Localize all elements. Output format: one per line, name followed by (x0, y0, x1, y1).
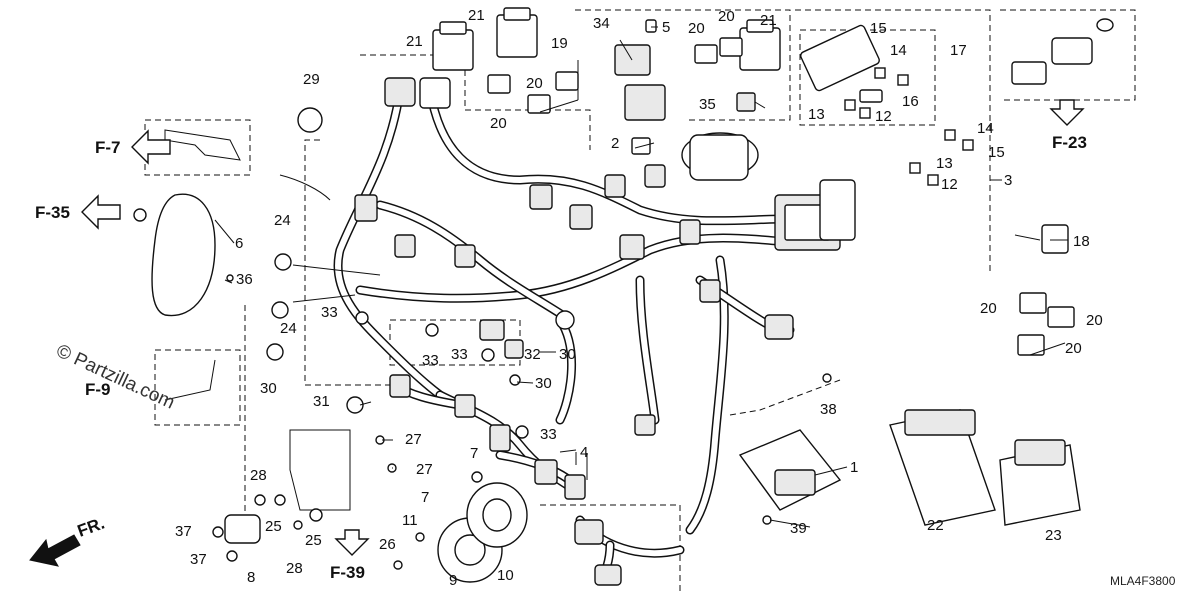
reference-arrows (29, 99, 1085, 567)
label-8: 8 (247, 569, 255, 586)
label-36: 36 (236, 271, 253, 288)
label-20c: 20 (526, 75, 543, 92)
label-3: 3 (1004, 172, 1012, 189)
label-20e: 20 (980, 300, 997, 317)
label-38: 38 (820, 401, 837, 418)
label-15a: 15 (870, 20, 887, 37)
label-20d: 20 (490, 115, 507, 132)
label-35: 35 (699, 96, 716, 113)
arrow-left-icon (131, 129, 171, 165)
ref-f23: F-23 (1052, 133, 1087, 152)
label-20b: 20 (718, 8, 735, 25)
label-22: 22 (927, 517, 944, 534)
label-28b: 28 (286, 560, 303, 577)
label-30c: 30 (260, 380, 277, 397)
label-27b: 27 (416, 461, 433, 478)
ref-f35: F-35 (35, 203, 70, 222)
label-26: 26 (379, 536, 396, 553)
label-13a: 13 (808, 106, 825, 123)
label-39: 39 (790, 520, 807, 537)
label-10: 10 (497, 567, 514, 584)
label-30a: 30 (559, 346, 576, 363)
label-33c: 33 (451, 346, 468, 363)
arrow-left-icon (81, 194, 121, 230)
label-4: 4 (580, 444, 588, 461)
diagram-code: MLA4F3800 (1110, 574, 1176, 588)
label-21c: 21 (760, 12, 777, 29)
arrow-down-icon (1049, 99, 1085, 126)
label-14a: 14 (890, 42, 907, 59)
watermark: © Partzilla.com (53, 340, 178, 413)
label-28a: 28 (250, 467, 267, 484)
label-20g: 20 (1065, 340, 1082, 357)
label-24b: 24 (280, 320, 297, 337)
label-33a: 33 (321, 304, 338, 321)
label-15b: 15 (988, 144, 1005, 161)
label-12a: 12 (875, 108, 892, 125)
label-1: 1 (850, 459, 858, 476)
label-7a: 7 (470, 445, 478, 462)
label-23: 23 (1045, 527, 1062, 544)
label-30b: 30 (535, 375, 552, 392)
detached-parts (133, 7, 1114, 583)
label-32: 32 (524, 346, 541, 363)
label-20a: 20 (688, 20, 705, 37)
label-14b: 14 (977, 120, 994, 137)
label-11: 11 (402, 512, 418, 529)
label-29: 29 (303, 71, 320, 88)
label-18: 18 (1073, 233, 1090, 250)
label-16: 16 (902, 93, 919, 110)
label-31: 31 (313, 393, 330, 410)
label-19: 19 (551, 35, 568, 52)
label-7b: 7 (421, 489, 429, 506)
leader-lines (214, 26, 1068, 528)
label-2: 2 (611, 135, 619, 152)
label-9: 9 (449, 572, 457, 589)
label-6: 6 (235, 235, 243, 252)
fr-arrow-icon (29, 534, 81, 567)
wire-harness (279, 77, 856, 586)
ref-f7: F-7 (95, 138, 121, 157)
label-21b: 21 (406, 33, 423, 50)
label-34: 34 (593, 15, 610, 32)
direction-label: FR. (75, 514, 107, 541)
reference-labels: F-7 F-35 F-9 F-23 F-39 (35, 133, 1087, 582)
label-13b: 13 (936, 155, 953, 172)
label-12b: 12 (941, 176, 958, 193)
label-27a: 27 (405, 431, 422, 448)
label-20f: 20 (1086, 312, 1103, 329)
label-37a: 37 (175, 523, 192, 540)
label-33b: 33 (422, 352, 439, 369)
label-33d: 33 (540, 426, 557, 443)
arrow-down-icon (334, 529, 370, 556)
label-21a: 21 (468, 7, 485, 24)
label-17: 17 (950, 42, 967, 59)
label-5: 5 (662, 19, 670, 36)
label-24a: 24 (274, 212, 291, 229)
label-25b: 25 (305, 532, 322, 549)
label-37b: 37 (190, 551, 207, 568)
ref-f9: F-9 (85, 380, 111, 399)
ref-f39: F-39 (330, 563, 365, 582)
label-25a: 25 (265, 518, 282, 535)
part-labels: 1 2 3 4 5 6 7 7 8 9 10 11 12 12 13 13 14… (175, 7, 1103, 589)
